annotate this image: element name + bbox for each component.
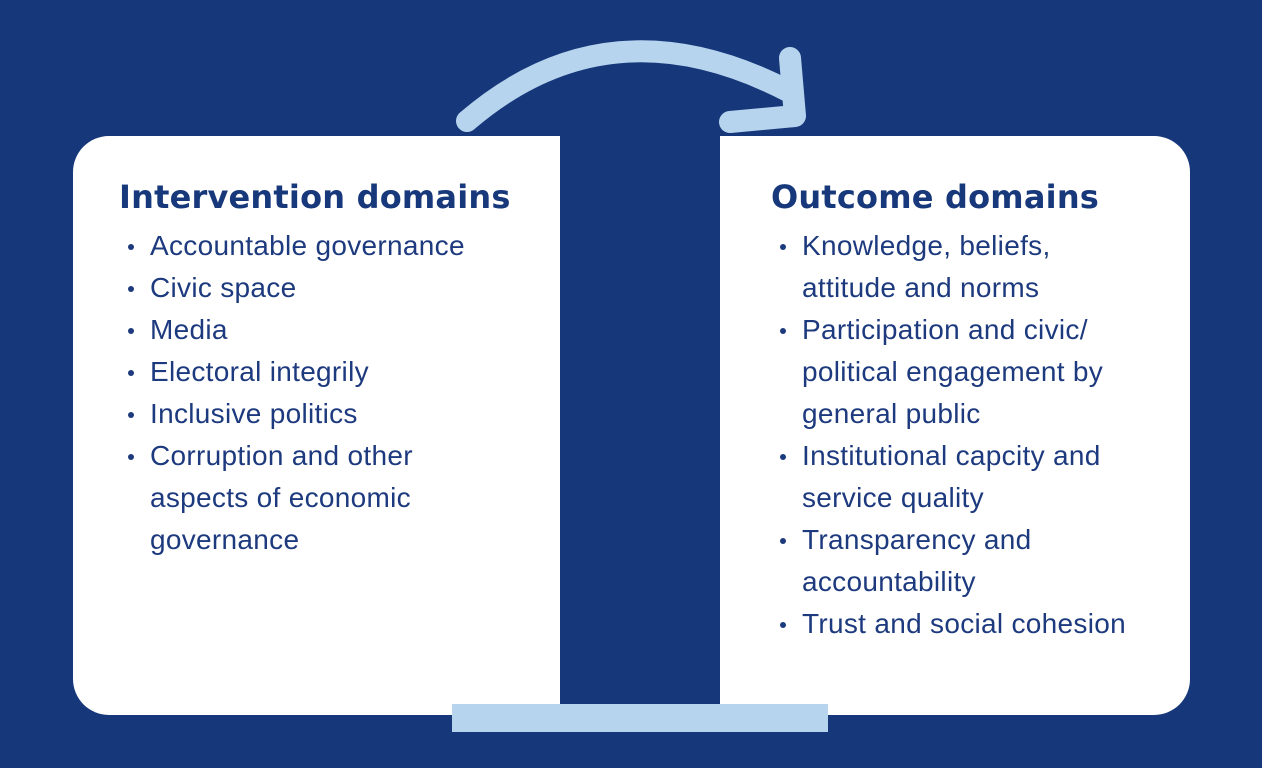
list-item: Participation and civic/ political engag… — [771, 309, 1142, 435]
curved-arrow-icon — [456, 40, 806, 133]
outcome-domains-list: Knowledge, beliefs, attitude and norms P… — [771, 225, 1190, 645]
list-item: Knowledge, beliefs, attitude and norms — [771, 225, 1082, 309]
intervention-domains-panel: Intervention domains Accountable governa… — [73, 136, 560, 715]
list-item: Accountable governance — [119, 225, 560, 267]
list-item: Civic space — [119, 267, 560, 309]
outcome-domains-title: Outcome domains — [771, 178, 1100, 216]
base-connector-bar — [452, 704, 828, 732]
outcome-domains-panel: Outcome domains Knowledge, beliefs, atti… — [720, 136, 1190, 715]
list-item: Electoral integrily — [119, 351, 560, 393]
list-item: Media — [119, 309, 560, 351]
intervention-domains-title: Intervention domains — [119, 178, 511, 216]
list-item: Transparency and accountability — [771, 519, 1062, 603]
list-item: Corruption and other aspects of economic… — [119, 435, 460, 561]
list-item: Institutional capcity and service qualit… — [771, 435, 1142, 519]
intervention-domains-list: Accountable governance Civic space Media… — [119, 225, 560, 561]
list-item: Inclusive politics — [119, 393, 560, 435]
list-item: Trust and social cohesion — [771, 603, 1190, 645]
